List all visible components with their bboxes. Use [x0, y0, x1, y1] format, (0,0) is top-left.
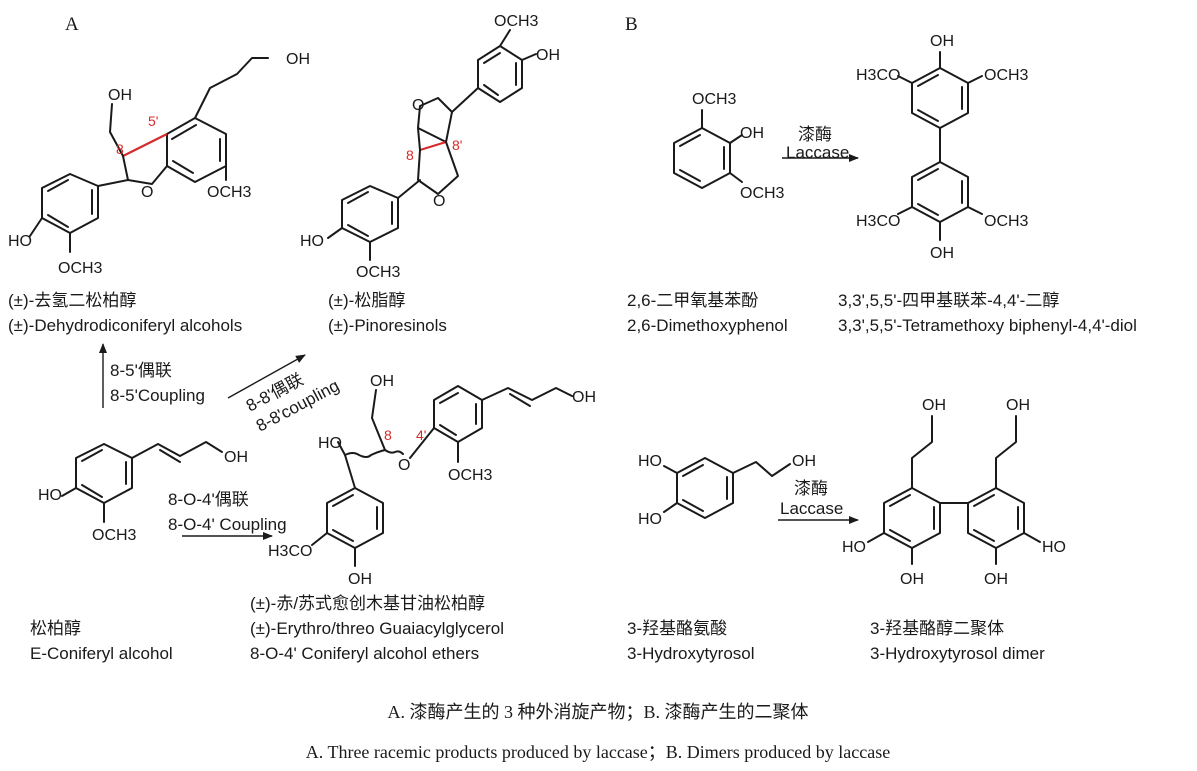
atom-oh-hyt: OH: [792, 453, 816, 470]
atom-oh-coniferyl: OH: [224, 449, 248, 466]
atom-och3-biphenyl-top: OCH3: [984, 67, 1029, 84]
caption-cn: A. 漆酶产生的 3 种外消旋产物；B. 漆酶产生的二聚体: [387, 702, 808, 722]
arrow-8-5-cn: 8-5'偶联: [110, 361, 172, 380]
arrow-8-o-4-en: 8-O-4' Coupling: [168, 515, 287, 534]
dmp-en-label: 2,6-Dimethoxyphenol: [627, 316, 788, 335]
hyt-cn-label: 3-羟基酪氨酸: [627, 619, 727, 638]
locant-8-dehydro: 8: [116, 141, 124, 157]
atom-ho-dehydro: HO: [8, 233, 32, 250]
atom-o-pino-bottom: O: [433, 193, 445, 210]
atom-o-pino-top: O: [412, 97, 424, 114]
atom-ho-ether-alpha: HO: [318, 435, 342, 452]
atom-och3-coniferyl: OCH3: [92, 527, 137, 544]
hydroxytyrosol-dimer-structure: [867, 415, 1041, 565]
ether-en-label-1: (±)-Erythro/threo Guaiacylglycerol: [250, 619, 504, 638]
atom-och3-pino-top: OCH3: [494, 13, 539, 30]
atom-och3-dehydro-ring: OCH3: [207, 184, 252, 201]
arrow-8-8-coupling: [227, 354, 306, 399]
atom-och3-dehydro-aryl: OCH3: [58, 260, 103, 277]
atom-och3-biphenyl-bottom: OCH3: [984, 213, 1029, 230]
dimer-cn-label: 3-羟基酪醇二聚体: [870, 619, 1004, 638]
pinoresinol-cn-label: (±)-松脂醇: [328, 291, 405, 310]
biphenyl-diol-structure: [897, 51, 983, 241]
guaiacylglycerol-ether-structure: [311, 385, 573, 567]
atom-h3co-biphenyl-top: H3CO: [856, 67, 900, 84]
atom-ho-pino: HO: [300, 233, 324, 250]
atom-oh-biphenyl-top: OH: [930, 33, 954, 50]
panel-b-letter: B: [625, 14, 638, 35]
locant-4prime-ether: 4': [416, 427, 426, 443]
pinoresinol-en-label: (±)-Pinoresinols: [328, 316, 447, 335]
locant-8-ether: 8: [384, 427, 392, 443]
arrow-laccase-1-cn: 漆酶: [798, 125, 832, 144]
atom-ho-dimer-left: HO: [842, 539, 866, 556]
atom-ho-hyt-top: HO: [638, 453, 662, 470]
atom-o-dehydro: O: [141, 184, 153, 201]
atom-ho-dimer-right: HO: [1042, 539, 1066, 556]
atom-oh-ether-chain: OH: [572, 389, 596, 406]
arrow-laccase-1-en: Laccase: [786, 143, 849, 162]
dehydrodiconiferyl-en-label: (±)-Dehydrodiconiferyl alcohols: [8, 316, 242, 335]
atom-ho-hyt-bottom: HO: [638, 511, 662, 528]
atom-och3-dmp-top: OCH3: [692, 91, 737, 108]
atom-oh-dmp: OH: [740, 125, 764, 142]
arrow-laccase-2-cn: 漆酶: [794, 479, 828, 498]
dimer-en-label: 3-Hydroxytyrosol dimer: [870, 644, 1045, 663]
dehydrodiconiferyl-structure: [29, 57, 269, 253]
atom-oh-dehydro-ch2: OH: [108, 87, 132, 104]
dehydrodiconiferyl-cn-label: (±)-去氢二松柏醇: [8, 291, 136, 310]
coniferyl-cn-label: 松柏醇: [30, 619, 81, 638]
atom-oh-biphenyl-bottom: OH: [930, 245, 954, 262]
arrow-8-o-4-cn: 8-O-4'偶联: [168, 490, 249, 509]
atom-o-ether: O: [398, 457, 410, 474]
atom-och3-dmp-bottom: OCH3: [740, 185, 785, 202]
biphenyl-en-label: 3,3',5,5'-Tetramethoxy biphenyl-4,4'-dio…: [838, 316, 1137, 335]
atom-oh-dimer-left-chain: OH: [922, 397, 946, 414]
atom-h3co-ether: H3CO: [268, 543, 312, 560]
locant-8prime-pino: 8': [452, 137, 462, 153]
dimethoxyphenol-structure: [673, 109, 743, 189]
hyt-en-label: 3-Hydroxytyrosol: [627, 644, 755, 663]
atom-oh-dehydro-chain: OH: [286, 51, 310, 68]
atom-h3co-biphenyl-bottom: H3CO: [856, 213, 900, 230]
atom-oh-ether-bottom: OH: [348, 571, 372, 588]
pinoresinol-structure: [327, 29, 537, 261]
arrow-8-5-en: 8-5'Coupling: [110, 386, 205, 405]
atom-och3-pino-bottom: OCH3: [356, 264, 401, 281]
panel-a-letter: A: [65, 14, 79, 35]
arrow-laccase-2-en: Laccase: [780, 499, 843, 518]
hydroxytyrosol-structure: [663, 457, 791, 519]
atom-oh-dimer-left-bottom: OH: [900, 571, 924, 588]
coniferyl-en-label: E-Coniferyl alcohol: [30, 644, 173, 663]
locant-8-pino: 8: [406, 147, 414, 163]
atom-oh-dimer-right-chain: OH: [1006, 397, 1030, 414]
ether-en-label-2: 8-O-4' Coniferyl alcohol ethers: [250, 644, 479, 663]
locant-5prime: 5': [148, 113, 158, 129]
coniferyl-alcohol-structure: [61, 441, 223, 523]
atom-och3-ether-right: OCH3: [448, 467, 493, 484]
caption-en: A. Three racemic products produced by la…: [306, 742, 890, 762]
atom-oh-dimer-right-bottom: OH: [984, 571, 1008, 588]
atom-oh-ether-ch2: OH: [370, 373, 394, 390]
ether-cn-label: (±)-赤/苏式愈创木基甘油松柏醇: [250, 594, 485, 613]
biphenyl-cn-label: 3,3',5,5'-四甲基联苯-4,4'-二醇: [838, 291, 1059, 310]
atom-ho-coniferyl: HO: [38, 487, 62, 504]
atom-oh-pino: OH: [536, 47, 560, 64]
dmp-cn-label: 2,6-二甲氧基苯酚: [627, 291, 758, 310]
